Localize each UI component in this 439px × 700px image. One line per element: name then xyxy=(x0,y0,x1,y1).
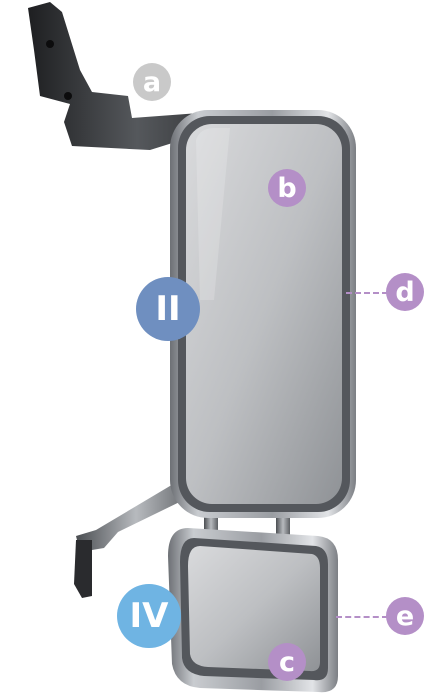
label-b-badge: b xyxy=(268,169,306,207)
class-ii-badge: II xyxy=(136,277,200,341)
label-c-badge: c xyxy=(268,643,306,681)
leader-line-d xyxy=(346,292,388,294)
label-d-badge: d xyxy=(386,273,424,311)
label-e-badge: e xyxy=(386,597,424,635)
label-a-badge: a xyxy=(133,63,171,101)
class-iv-badge: IV xyxy=(117,584,181,648)
leader-line-e xyxy=(336,616,388,618)
wide-angle-mirror xyxy=(168,528,338,692)
